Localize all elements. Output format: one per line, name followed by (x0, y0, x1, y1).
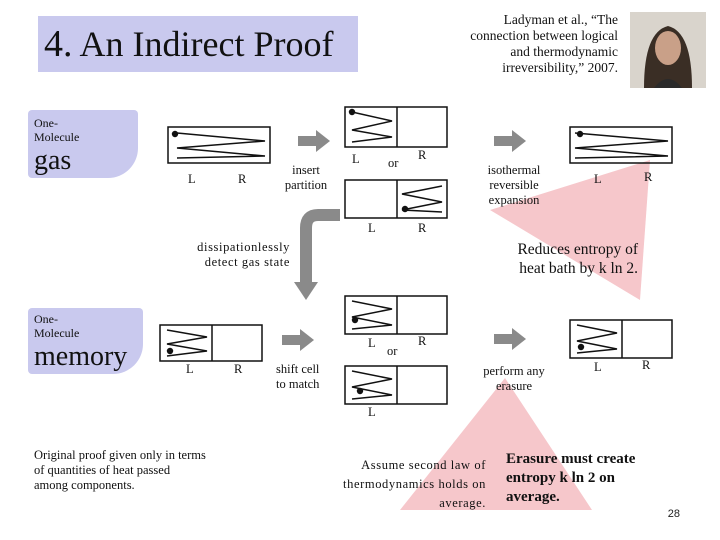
expanded-box (569, 126, 673, 164)
title-highlight (38, 16, 358, 72)
label-R: R (418, 334, 427, 348)
label-L: L (368, 221, 376, 235)
shift-box-top (344, 295, 448, 335)
label-L: L (186, 362, 194, 376)
original-proof-note: Original proof given only in terms of qu… (34, 448, 206, 492)
label-R: R (234, 362, 243, 376)
label-L: L (368, 405, 376, 419)
memory-caption-highlight (28, 308, 143, 374)
label-R: R (642, 358, 651, 372)
detect-arrowhead (294, 282, 318, 300)
arrow-gas-to-partition (298, 130, 330, 152)
partition-box-right (344, 179, 448, 219)
erased-box (569, 319, 673, 359)
citation: Ladyman et al., “The connection between … (470, 12, 618, 75)
second-law-note: Assume second law of thermodynamics hold… (343, 458, 486, 510)
label-L: L (188, 172, 196, 186)
person-portrait-icon (630, 12, 706, 88)
arrow-to-expansion (494, 130, 526, 152)
partition-box-left (344, 106, 448, 148)
slide-title: 4. An Indirect Proof (44, 24, 333, 64)
perform-erasure-label: perform any erasure (483, 364, 545, 393)
label-R: R (238, 172, 247, 186)
pink-triangle-bottom (400, 378, 592, 510)
gas-caption-small: One-Molecule (34, 116, 80, 144)
or-label-top: or (388, 156, 399, 170)
label-R: R (418, 221, 427, 235)
gas-caption-highlight (28, 110, 138, 178)
arrow-memory-to-shift (282, 329, 314, 351)
erasure-must-note: Erasure must create entropy k ln 2 on av… (506, 451, 636, 505)
arrow-to-erasure (494, 328, 526, 350)
reduces-entropy-label: Reduces entropy of heat bath by k ln 2. (517, 241, 638, 277)
label-R: R (418, 148, 427, 162)
or-label-bottom: or (387, 344, 398, 358)
gas-box (167, 126, 271, 164)
memory-box (159, 324, 263, 362)
detect-bent-arrow (300, 209, 340, 282)
label-L: L (352, 152, 360, 166)
insert-partition-label: insert partition (284, 163, 328, 192)
isothermal-label: isothermal reversible expansion (487, 163, 541, 207)
shift-box-bottom (344, 365, 448, 405)
gas-caption-big: gas (34, 145, 72, 176)
memory-caption-big: memory (34, 341, 128, 372)
dissipation-label: dissipationlessly detect gas state (197, 240, 290, 269)
shift-cell-label: shift cell to match (276, 362, 320, 391)
label-R: R (644, 170, 653, 184)
label-L: L (594, 360, 602, 374)
memory-caption-small: One-Molecule (34, 312, 80, 340)
author-photo (630, 12, 706, 88)
pink-triangle-right (490, 160, 650, 300)
label-L: L (368, 336, 376, 350)
title-text: An Indirect Proof (79, 24, 334, 64)
label-L: L (594, 172, 602, 186)
title-number: 4. (44, 23, 73, 65)
page-number: 28 (667, 508, 680, 520)
